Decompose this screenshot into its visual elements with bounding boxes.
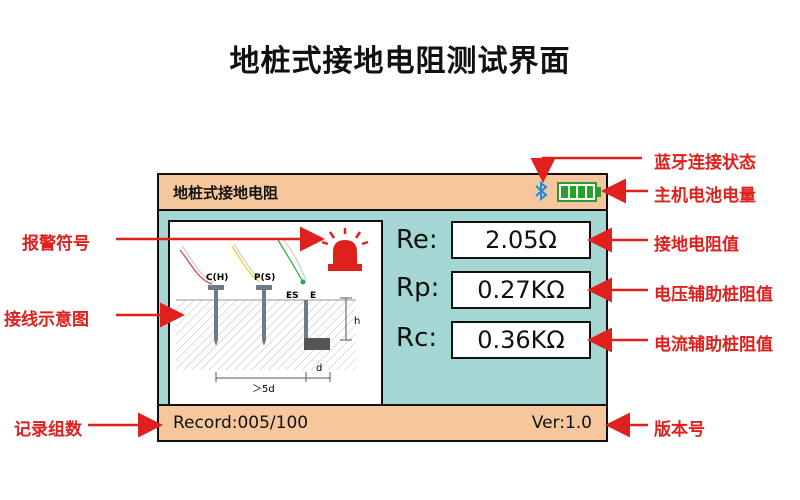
- label-e: E: [310, 291, 316, 301]
- annotation-version: 版本号: [654, 420, 705, 440]
- screen-header: 地桩式接地电阻: [159, 175, 606, 211]
- rp-value: 0.27KΩ: [451, 271, 591, 309]
- label-ch: C(H): [206, 273, 228, 283]
- page-title: 地桩式接地电阻测试界面: [229, 44, 571, 79]
- battery-tip: [597, 187, 601, 197]
- device-screen: 地桩式接地电阻: [157, 173, 608, 442]
- rc-label: Rc:: [396, 323, 438, 353]
- label-h: h: [354, 316, 360, 327]
- label-es: ES: [286, 291, 299, 301]
- annotation-battery: 主机电池电量: [654, 186, 756, 206]
- annotation-alarm: 报警符号: [22, 234, 90, 254]
- annotation-wiring: 接线示意图: [4, 310, 89, 330]
- annotation-record: 记录组数: [14, 420, 82, 440]
- battery-icon: [557, 182, 597, 202]
- label-ps: P(S): [254, 273, 275, 283]
- re-value: 2.05Ω: [451, 221, 591, 259]
- bluetooth-icon: [535, 181, 548, 201]
- label-distance: ＞5d: [252, 384, 275, 395]
- rp-label: Rp:: [396, 273, 440, 303]
- screen-title: 地桩式接地电阻: [173, 184, 279, 202]
- annotation-bluetooth: 蓝牙连接状态: [654, 153, 756, 173]
- version-label: Ver:1.0: [531, 413, 592, 433]
- record-count: Record:005/100: [173, 413, 309, 433]
- annotation-rc: 电流辅助桩阻值: [654, 335, 773, 355]
- annotation-re: 接地电阻值: [654, 235, 739, 255]
- annotation-rp: 电压辅助桩阻值: [654, 285, 773, 305]
- alarm-icon: [321, 228, 369, 271]
- screen-footer: Record:005/100 Ver:1.0: [159, 404, 606, 440]
- rc-value: 0.36KΩ: [451, 321, 591, 359]
- re-label: Re:: [396, 225, 438, 255]
- label-d: d: [316, 363, 322, 374]
